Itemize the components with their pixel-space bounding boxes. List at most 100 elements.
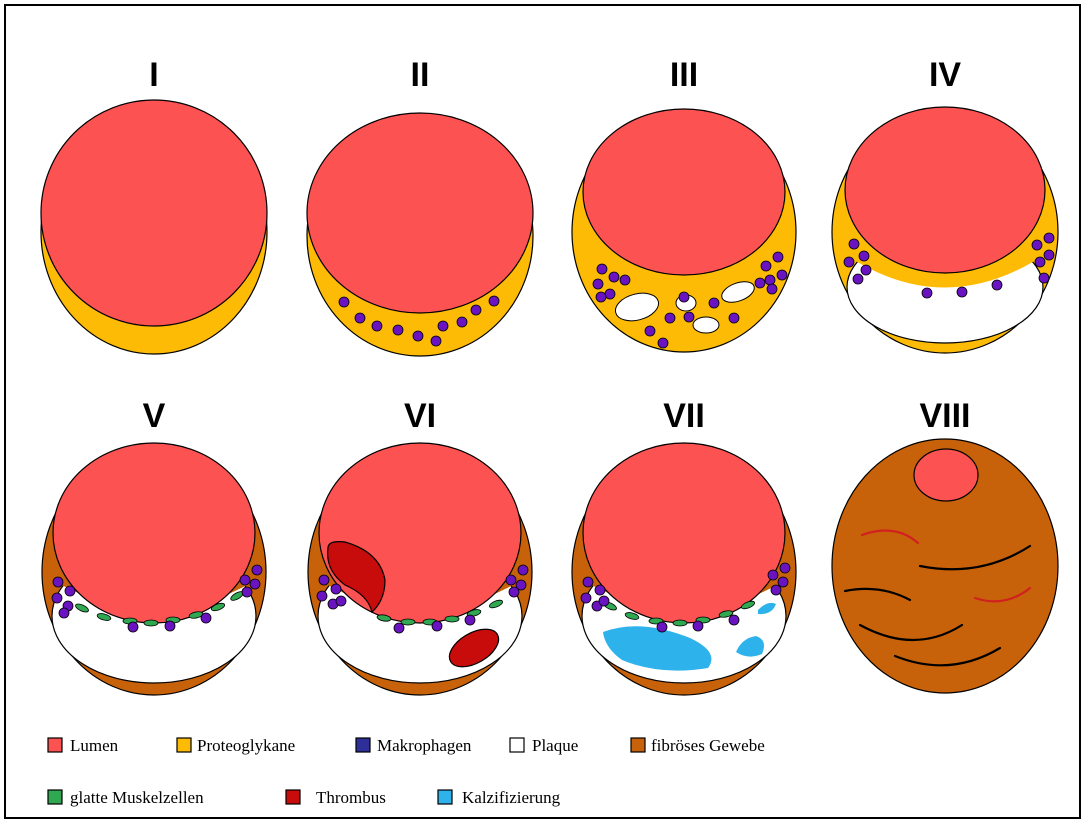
legend-item-kalzifizierung: Kalzifizierung <box>438 788 561 807</box>
macrophage <box>777 270 787 280</box>
macrophage <box>583 577 593 587</box>
macrophage <box>331 584 341 594</box>
lumen <box>53 443 255 623</box>
macrophage <box>853 274 863 284</box>
macrophage <box>729 615 739 625</box>
lumen <box>41 100 267 326</box>
macrophage <box>761 261 771 271</box>
stage-label-8: VIII <box>919 397 970 435</box>
legend-swatch <box>286 790 300 804</box>
lumen <box>583 443 785 623</box>
macrophage <box>250 579 260 589</box>
legend-label: fibröses Gewebe <box>651 736 765 755</box>
macrophage <box>1044 233 1054 243</box>
macrophage <box>489 296 499 306</box>
macrophage <box>393 325 403 335</box>
legend-swatch <box>48 790 62 804</box>
macrophage <box>596 292 606 302</box>
macrophage <box>922 288 932 298</box>
macrophage <box>431 336 441 346</box>
macrophage <box>593 279 603 289</box>
macrophage <box>992 280 1002 290</box>
lumen <box>914 449 978 501</box>
macrophage <box>767 284 777 294</box>
macrophage <box>729 313 739 323</box>
legend-item-lumen: Lumen <box>48 736 119 755</box>
stage-label-6: VI <box>404 397 436 435</box>
macrophage <box>65 586 75 596</box>
legend-label: Plaque <box>532 736 578 755</box>
smooth-muscle-cell <box>401 619 415 625</box>
macrophage <box>657 622 667 632</box>
smooth-muscle-cell <box>144 620 158 626</box>
macrophage <box>849 239 859 249</box>
macrophage <box>755 278 765 288</box>
legend-swatch <box>356 738 370 752</box>
macrophage <box>471 305 481 315</box>
stage-2-vessel <box>307 113 533 356</box>
macrophage <box>861 265 871 275</box>
macrophage <box>413 331 423 341</box>
legend-item-glatte-muskelzellen: glatte Muskelzellen <box>48 788 204 807</box>
macrophage <box>768 570 778 580</box>
macrophage <box>693 621 703 631</box>
macrophage <box>336 596 346 606</box>
legend-item-fibroeses-gewebe: fibröses Gewebe <box>631 736 765 755</box>
macrophage <box>240 575 250 585</box>
stage-label-3: III <box>670 56 698 94</box>
legend-label: Proteoglykane <box>197 736 295 755</box>
macrophage <box>457 317 467 327</box>
macrophage <box>432 621 442 631</box>
macrophage <box>394 623 404 633</box>
macrophage <box>518 565 528 575</box>
stage-label-7: VII <box>663 397 705 435</box>
macrophage <box>771 585 781 595</box>
stage-6-vessel <box>308 443 532 695</box>
macrophage <box>595 585 605 595</box>
macrophage <box>355 313 365 323</box>
legend-item-thrombus: Thrombus <box>286 788 386 807</box>
macrophage <box>252 565 262 575</box>
stage-8-vessel <box>832 439 1058 693</box>
macrophage <box>52 593 62 603</box>
macrophage <box>509 587 519 597</box>
macrophage <box>597 264 607 274</box>
legend-label: Lumen <box>70 736 119 755</box>
smooth-muscle-cell <box>445 616 459 622</box>
macrophage <box>59 608 69 618</box>
macrophage <box>53 577 63 587</box>
legend-swatch <box>177 738 191 752</box>
macrophage <box>201 613 211 623</box>
macrophage <box>709 298 719 308</box>
macrophage <box>844 257 854 267</box>
stage-1-vessel <box>41 100 267 354</box>
stage-label-2: II <box>411 56 430 94</box>
plaque-pool <box>693 317 719 333</box>
macrophage <box>506 575 516 585</box>
legend-label: glatte Muskelzellen <box>70 788 204 807</box>
macrophage <box>438 321 448 331</box>
legend-swatch <box>510 738 524 752</box>
lumen <box>307 113 533 313</box>
legend: Lumen Proteoglykane Makrophagen Plaque f… <box>48 736 765 807</box>
macrophage <box>645 326 655 336</box>
stage-5-vessel <box>42 443 266 695</box>
macrophage <box>339 297 349 307</box>
macrophage <box>609 272 619 282</box>
macrophage <box>780 563 790 573</box>
macrophage <box>665 313 675 323</box>
macrophage <box>679 292 689 302</box>
macrophage <box>581 593 591 603</box>
macrophage <box>620 275 630 285</box>
stage-label-1: I <box>149 56 158 94</box>
macrophage <box>1039 273 1049 283</box>
stage-4-vessel <box>832 107 1058 353</box>
macrophage <box>465 615 475 625</box>
macrophage <box>165 621 175 631</box>
legend-label: Thrombus <box>316 788 386 807</box>
macrophage <box>859 251 869 261</box>
legend-swatch <box>48 738 62 752</box>
macrophage <box>957 287 967 297</box>
macrophage <box>684 312 694 322</box>
